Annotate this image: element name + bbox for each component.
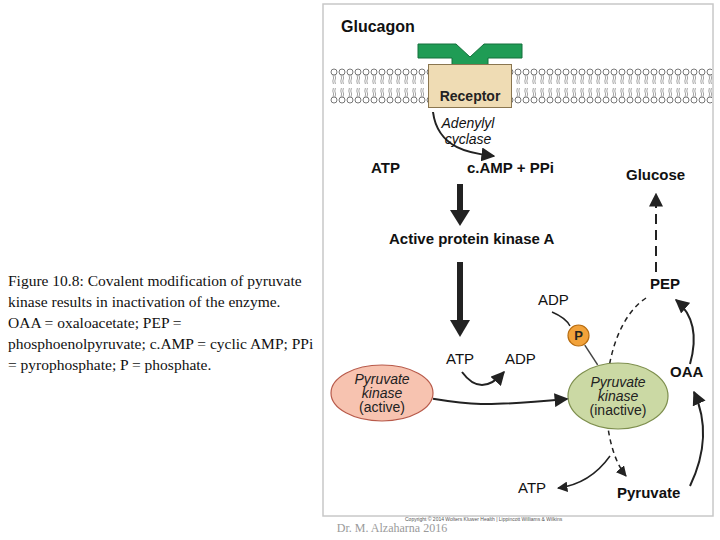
atp-adp-arrow — [462, 372, 504, 385]
shape-fill — [331, 365, 433, 421]
metabolite-label: ADP — [538, 292, 569, 309]
metabolite-label: Pyruvate — [617, 485, 680, 502]
thick-arrow-shaft — [457, 184, 463, 212]
thick-arrow-head — [450, 210, 470, 226]
node-text: Pyruvate kinase — [581, 375, 655, 403]
node-text: (inactive) — [590, 403, 647, 418]
phosphate-leader — [552, 312, 570, 326]
metabolite-label: OAA — [670, 364, 703, 381]
thick-arrow-shaft — [457, 262, 463, 322]
metabolite-label: PEP — [650, 276, 680, 293]
thick-arrow-head — [450, 320, 470, 337]
metabolite-label: ATP — [446, 351, 474, 368]
node-text: Pyruvate kinase — [344, 372, 420, 400]
enzyme-ellipse: Pyruvate kinase(active) — [330, 364, 434, 422]
pyruvate-oaa-arrow — [690, 392, 703, 486]
enzyme-label: Active protein kinase A — [389, 231, 554, 248]
receptor-box: Receptor — [428, 64, 512, 108]
atp-yield-arrow — [558, 456, 610, 488]
shape-fill — [568, 325, 589, 346]
panel-frame — [323, 4, 713, 516]
shape-fill — [568, 363, 668, 429]
node-text: P — [574, 328, 583, 343]
cell-membrane — [330, 68, 712, 104]
phosphate-circle: P — [567, 324, 590, 347]
author-watermark: Dr. M. Alzaharna 2016 — [337, 522, 447, 535]
hormone-label: Glucagon — [341, 18, 415, 36]
oaa-pep-arrow — [676, 300, 694, 364]
enzyme-ellipse: Pyruvate kinase(inactive) — [567, 362, 669, 430]
metabolite-label: ATP — [371, 160, 400, 177]
metabolite-label: c.AMP + PPi — [467, 160, 554, 177]
gluconeogenesis-arrow — [655, 194, 657, 272]
figure-caption: Figure 10.8: Covalent modification of py… — [8, 270, 314, 375]
enzyme-label: Adenylyl cyclase — [427, 116, 509, 147]
node-text: (active) — [359, 400, 405, 415]
node-text: Receptor — [440, 88, 501, 104]
metabolite-label: ADP — [505, 351, 536, 368]
metabolite-label: ATP — [518, 480, 546, 497]
phosphate-link — [585, 345, 598, 365]
modification-arrow — [433, 399, 567, 404]
metabolite-label: Glucose — [626, 167, 685, 184]
